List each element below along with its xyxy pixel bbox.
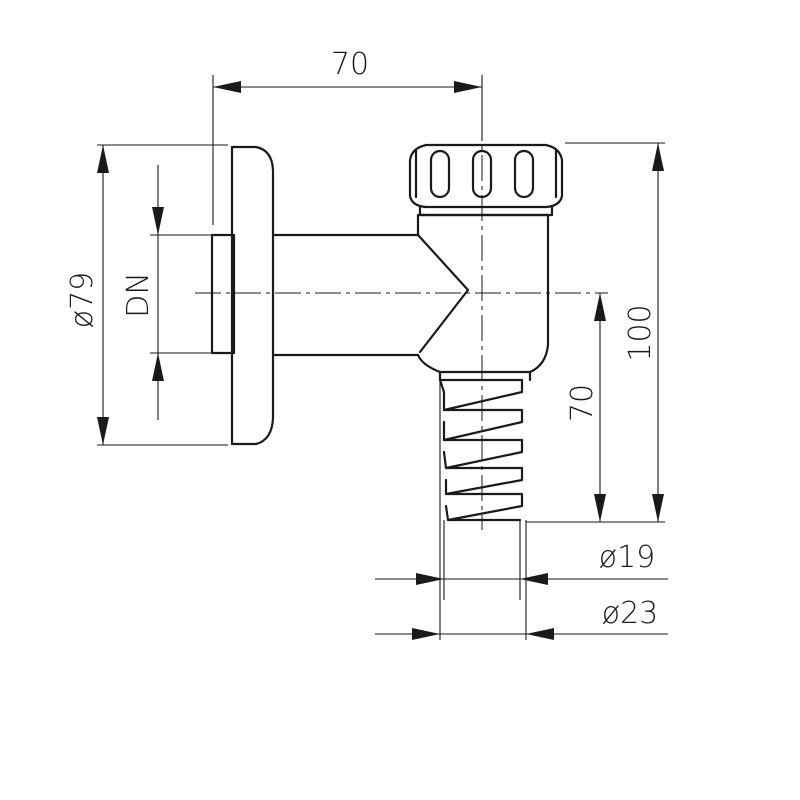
dim-height-100: 100 (526, 142, 665, 523)
wall-flange (210, 145, 275, 446)
hose-nozzle (438, 370, 532, 522)
knurled-nut (408, 143, 564, 217)
dim-diameter-79: ø79 (65, 144, 228, 446)
dim-hose-inner-19: ø19 (375, 520, 668, 600)
dim-label-dn: DN (121, 272, 156, 318)
dim-label-top-70: 70 (331, 47, 369, 82)
dim-label-height-100: 100 (623, 304, 658, 361)
dim-nominal-dn: DN (121, 165, 212, 420)
center-lines (195, 75, 608, 530)
dim-hose-outer-23: ø23 (375, 380, 668, 640)
dim-label-hose-outer-23: ø23 (602, 596, 659, 631)
dim-label-diameter-79: ø79 (65, 272, 100, 329)
dim-height-70: 70 (565, 293, 606, 522)
dim-top-70: 70 (212, 47, 483, 225)
dim-label-hose-inner-19: ø19 (599, 540, 656, 575)
dim-label-height-70: 70 (565, 384, 600, 422)
